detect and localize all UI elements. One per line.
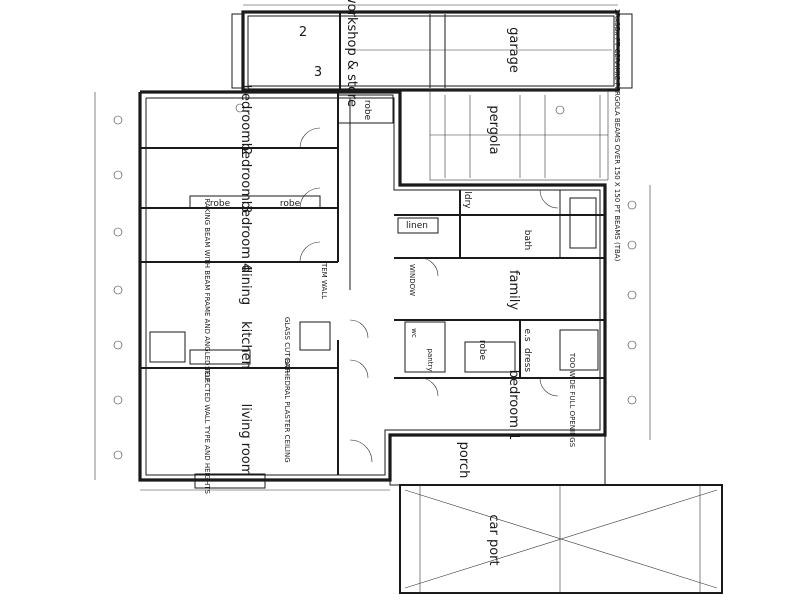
note-hall-wall: ITEM WALL — [320, 261, 328, 299]
window-markers — [113, 103, 637, 460]
label-living-room: living room — [238, 404, 253, 477]
workshop-number-2: 2 — [299, 25, 307, 40]
label-pantry: pantry — [426, 349, 434, 372]
label-carport: car port — [486, 514, 501, 565]
robe-label: robe — [280, 199, 301, 209]
note-living-wall: SELECTED WALL TYPE AND HEIGHTS — [203, 366, 211, 495]
carport-area — [399, 484, 723, 594]
note-family-window: WINDOW — [408, 264, 416, 296]
note-living-ceiling: CATHEDRAL PLASTER CEILING — [283, 357, 291, 462]
label-bedroom-1: bedroom 1 — [506, 370, 521, 441]
note-dining-wall: RAKING BEAM WITH BEAM FRAME AND ANGLED T… — [203, 198, 211, 381]
label-kitchen: kitchen — [238, 321, 253, 369]
label-bedroom-2: bedroom 2 — [238, 85, 253, 156]
label-pergola: pergola — [486, 105, 501, 154]
note-kitchen-bar: GLASS CUT BAR — [283, 317, 291, 373]
label-bedroom-3: bedroom 3 — [238, 143, 253, 214]
note-bedroom1-wall: TOO WIDE FULL OPENINGS — [568, 352, 576, 448]
robe-labels: robe robe robe robe — [210, 100, 487, 361]
robe-label: robe — [210, 199, 231, 209]
label-garage: garage — [506, 27, 521, 73]
workshop-number-3: 3 — [314, 65, 322, 80]
garage-block — [231, 10, 633, 92]
label-linen: linen — [406, 221, 428, 231]
label-workshop: workshop & store — [344, 0, 359, 107]
label-family: family — [506, 270, 521, 310]
label-bath: bath — [522, 230, 532, 250]
door-swings — [299, 127, 559, 463]
room-labels: garage workshop & store 2 3 pergola bedr… — [238, 0, 532, 566]
dimension-lines — [94, 4, 651, 491]
plan-notes: RAKING BEAM WITH BEAM FRAME AND ANGLED T… — [203, 9, 621, 495]
label-wc: wc — [410, 328, 418, 338]
label-ens: e.s — [522, 328, 532, 341]
robe-label: robe — [477, 340, 487, 361]
right-wing-walls — [394, 190, 605, 379]
label-laundry: ldry — [462, 191, 472, 209]
label-dress: dress — [522, 348, 532, 372]
left-wing-walls — [140, 92, 394, 489]
label-dining: dining — [238, 265, 253, 305]
label-bedroom-4: bedroom 4 — [238, 201, 253, 272]
note-pergola: 2Rx3Bx PT CERAMIC PERGOLA BEAMS OVER 150… — [613, 9, 621, 262]
robe-label: robe — [362, 100, 372, 121]
label-porch: porch — [456, 442, 471, 479]
pergola-area — [429, 89, 609, 181]
